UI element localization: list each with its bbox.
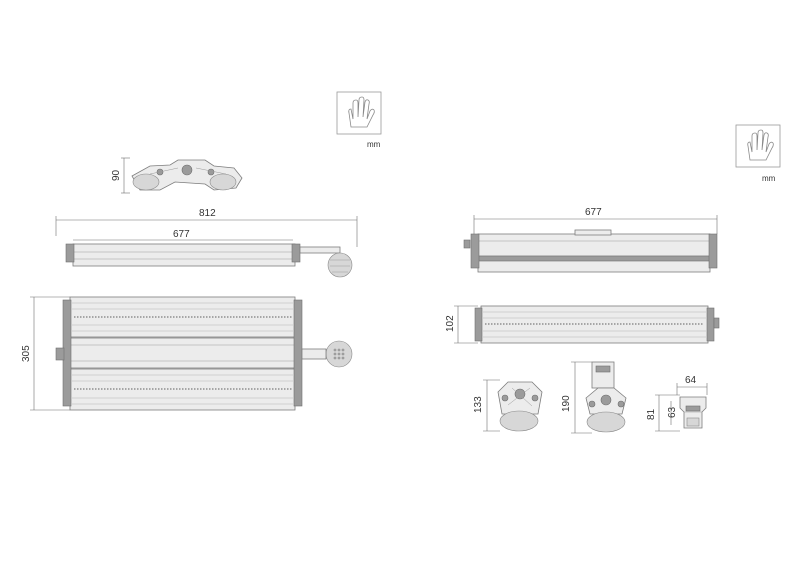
right-dim-body-length: 677 [585, 207, 602, 218]
left-dim-body-length: 677 [173, 229, 190, 240]
left-dim-overall-length: 812 [199, 208, 216, 219]
left-dim-overall-height: 305 [21, 345, 32, 362]
right-front-view: 102 [445, 305, 720, 344]
right-dim-end-view-height: 133 [473, 396, 484, 413]
right-sheet: mm 677 102 [445, 124, 781, 434]
left-dim-top-height: 90 [111, 169, 122, 181]
left-side-view: 812 677 [55, 208, 358, 278]
right-end-view: 133 [473, 379, 543, 432]
left-unit-label: mm [367, 140, 381, 149]
left-front-view: 305 [21, 296, 353, 411]
right-dim-body-height: 102 [445, 315, 456, 332]
right-dim-profile-height-inner: 63 [667, 406, 678, 418]
right-dim-profile-width: 64 [685, 375, 697, 386]
right-bracket-view: 190 [561, 361, 627, 434]
left-sheet: mm 90 812 677 [21, 91, 382, 411]
right-dim-bracket-view-height: 190 [561, 395, 572, 412]
right-dim-profile-height-outer: 81 [646, 408, 657, 420]
left-top-view: 90 [111, 157, 243, 194]
hand-icon [348, 96, 375, 128]
right-side-view: 677 [463, 207, 718, 273]
left-unit-box: mm [336, 91, 382, 149]
right-unit-box: mm [735, 124, 781, 183]
right-profile-view: 64 81 63 [646, 375, 708, 432]
right-unit-label: mm [762, 174, 776, 183]
hand-icon [747, 129, 774, 161]
